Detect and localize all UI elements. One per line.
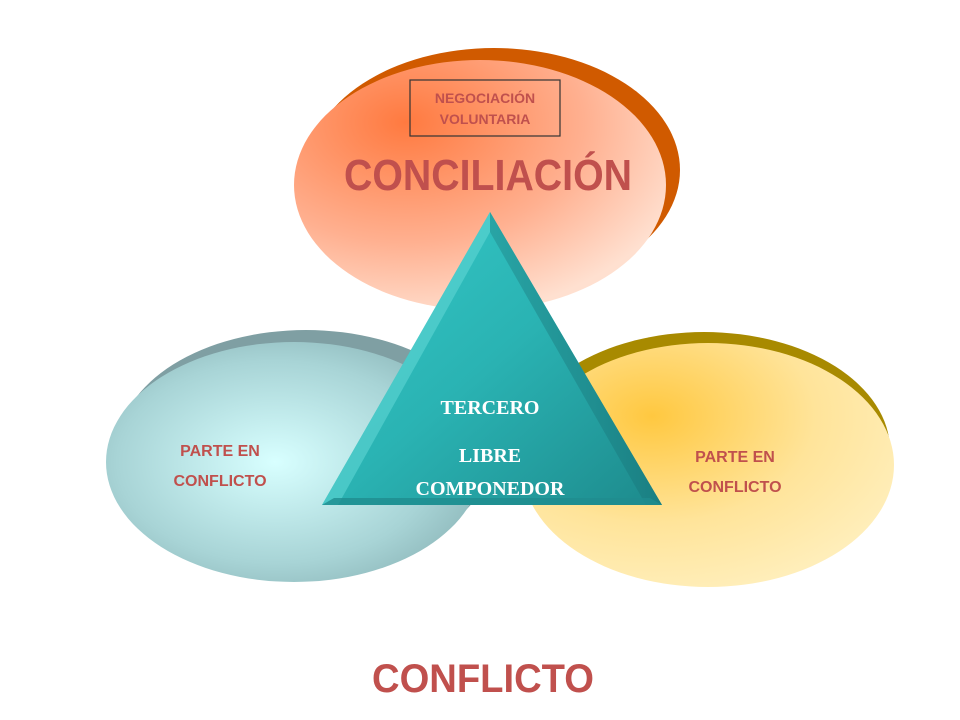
left-label-line1: PARTE EN xyxy=(180,443,260,460)
componedor-text: COMPONEDOR xyxy=(416,478,565,500)
negociacion-line2: VOLUNTARIA xyxy=(440,111,531,127)
triangle-edge-right xyxy=(490,212,662,505)
negociacion-box xyxy=(409,79,561,137)
conflicto-title: CONFLICTO xyxy=(372,657,594,701)
negociacion-line1: NEGOCIACIÓN xyxy=(435,89,535,106)
libre-text: LIBRE xyxy=(459,445,521,467)
left-label-line2: CONFLICTO xyxy=(173,473,266,490)
right-label-line1: PARTE EN xyxy=(695,449,775,466)
top-ellipse xyxy=(294,48,680,310)
triangle-body xyxy=(322,212,662,505)
triangle-edge-left xyxy=(322,212,490,505)
tercero-text: TERCERO xyxy=(441,397,540,419)
right-ellipse xyxy=(518,332,894,587)
right-ellipse-body xyxy=(522,343,894,587)
triangle-edge-bottom xyxy=(322,498,662,505)
right-label-line2: CONFLICTO xyxy=(688,479,781,496)
center-triangle xyxy=(322,212,662,505)
top-ellipse-body xyxy=(294,60,666,310)
conciliacion-title: CONCILIACIÓN xyxy=(344,150,632,200)
